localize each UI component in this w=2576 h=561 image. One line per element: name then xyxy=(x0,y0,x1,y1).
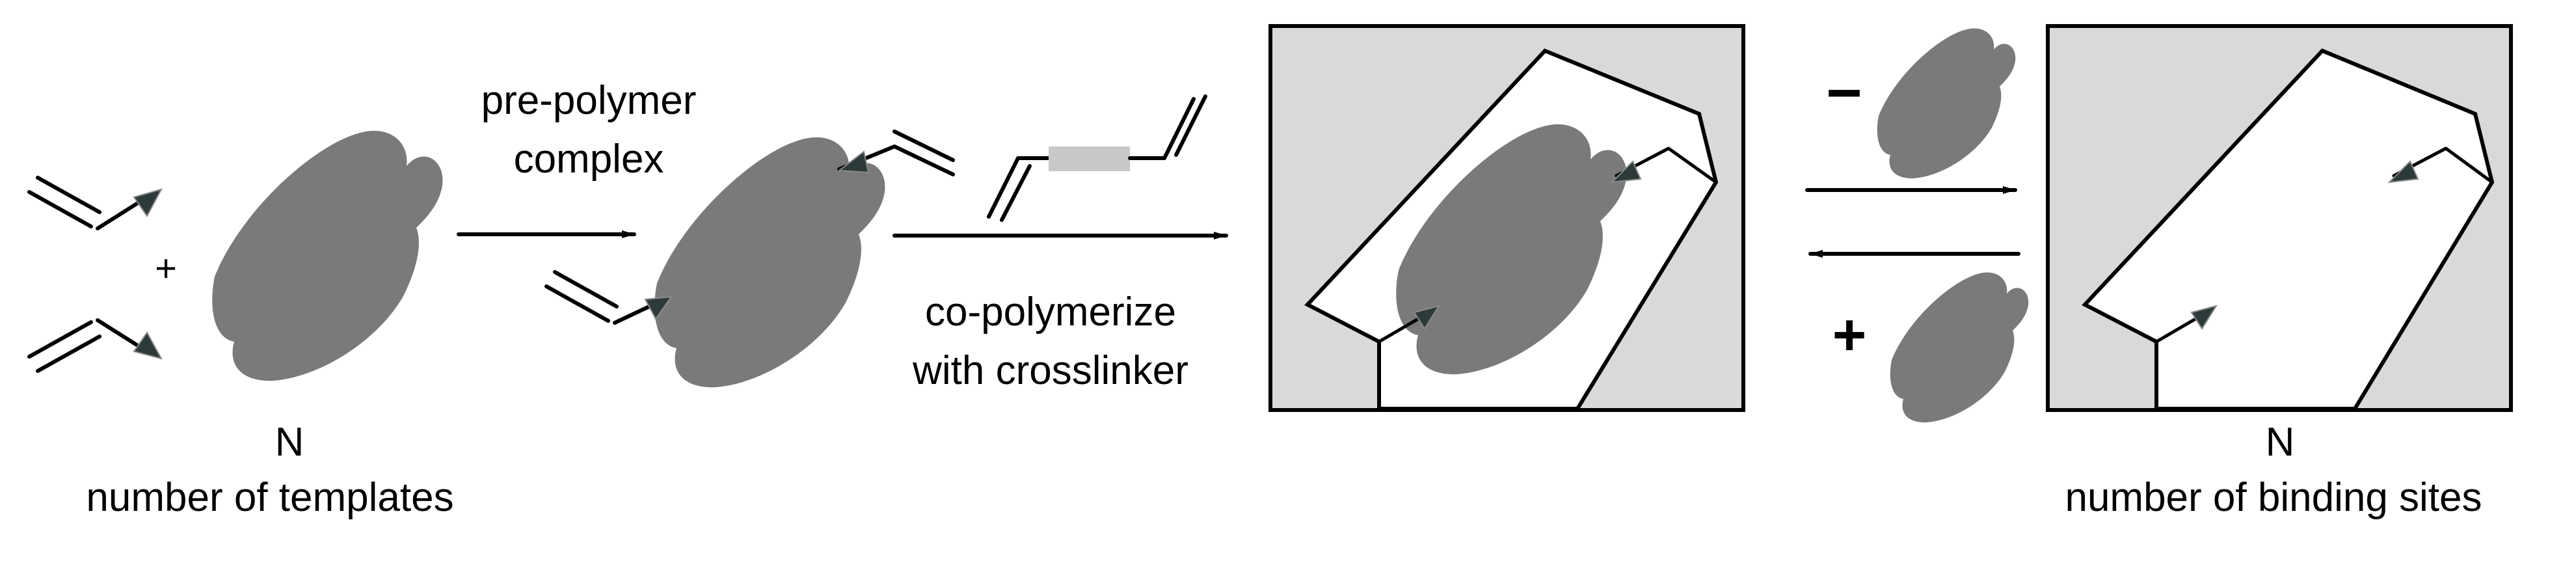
imprinted-polymer-binding-site xyxy=(2046,24,2513,412)
step1-label-line2: complex xyxy=(514,137,664,182)
monomer-bottom xyxy=(27,318,163,373)
plus-sign: + xyxy=(155,247,177,290)
complex-monomer-bottom xyxy=(544,270,673,325)
removed-template xyxy=(1877,28,2016,179)
sites-caption: number of binding sites xyxy=(2065,475,2482,520)
sites-count: N xyxy=(2266,420,2295,465)
added-template xyxy=(1890,272,2029,423)
add-sign: + xyxy=(1832,303,1867,368)
step2-label-line1: co-polymerize xyxy=(925,290,1176,335)
complex-monomer-top xyxy=(837,130,955,176)
monomer-top xyxy=(27,176,163,230)
templates-count: N xyxy=(275,420,304,465)
template-molecule xyxy=(212,131,443,381)
complex-template xyxy=(654,137,885,388)
imprinted-polymer-with-template xyxy=(1268,24,1745,412)
step1-label-line1: pre-polymer xyxy=(481,78,697,123)
crosslinker xyxy=(987,94,1207,222)
templates-caption: number of templates xyxy=(86,475,453,520)
remove-sign: − xyxy=(1826,59,1862,128)
step2-label-line2: with crosslinker xyxy=(912,348,1188,393)
crosslinker-core xyxy=(1049,146,1130,171)
